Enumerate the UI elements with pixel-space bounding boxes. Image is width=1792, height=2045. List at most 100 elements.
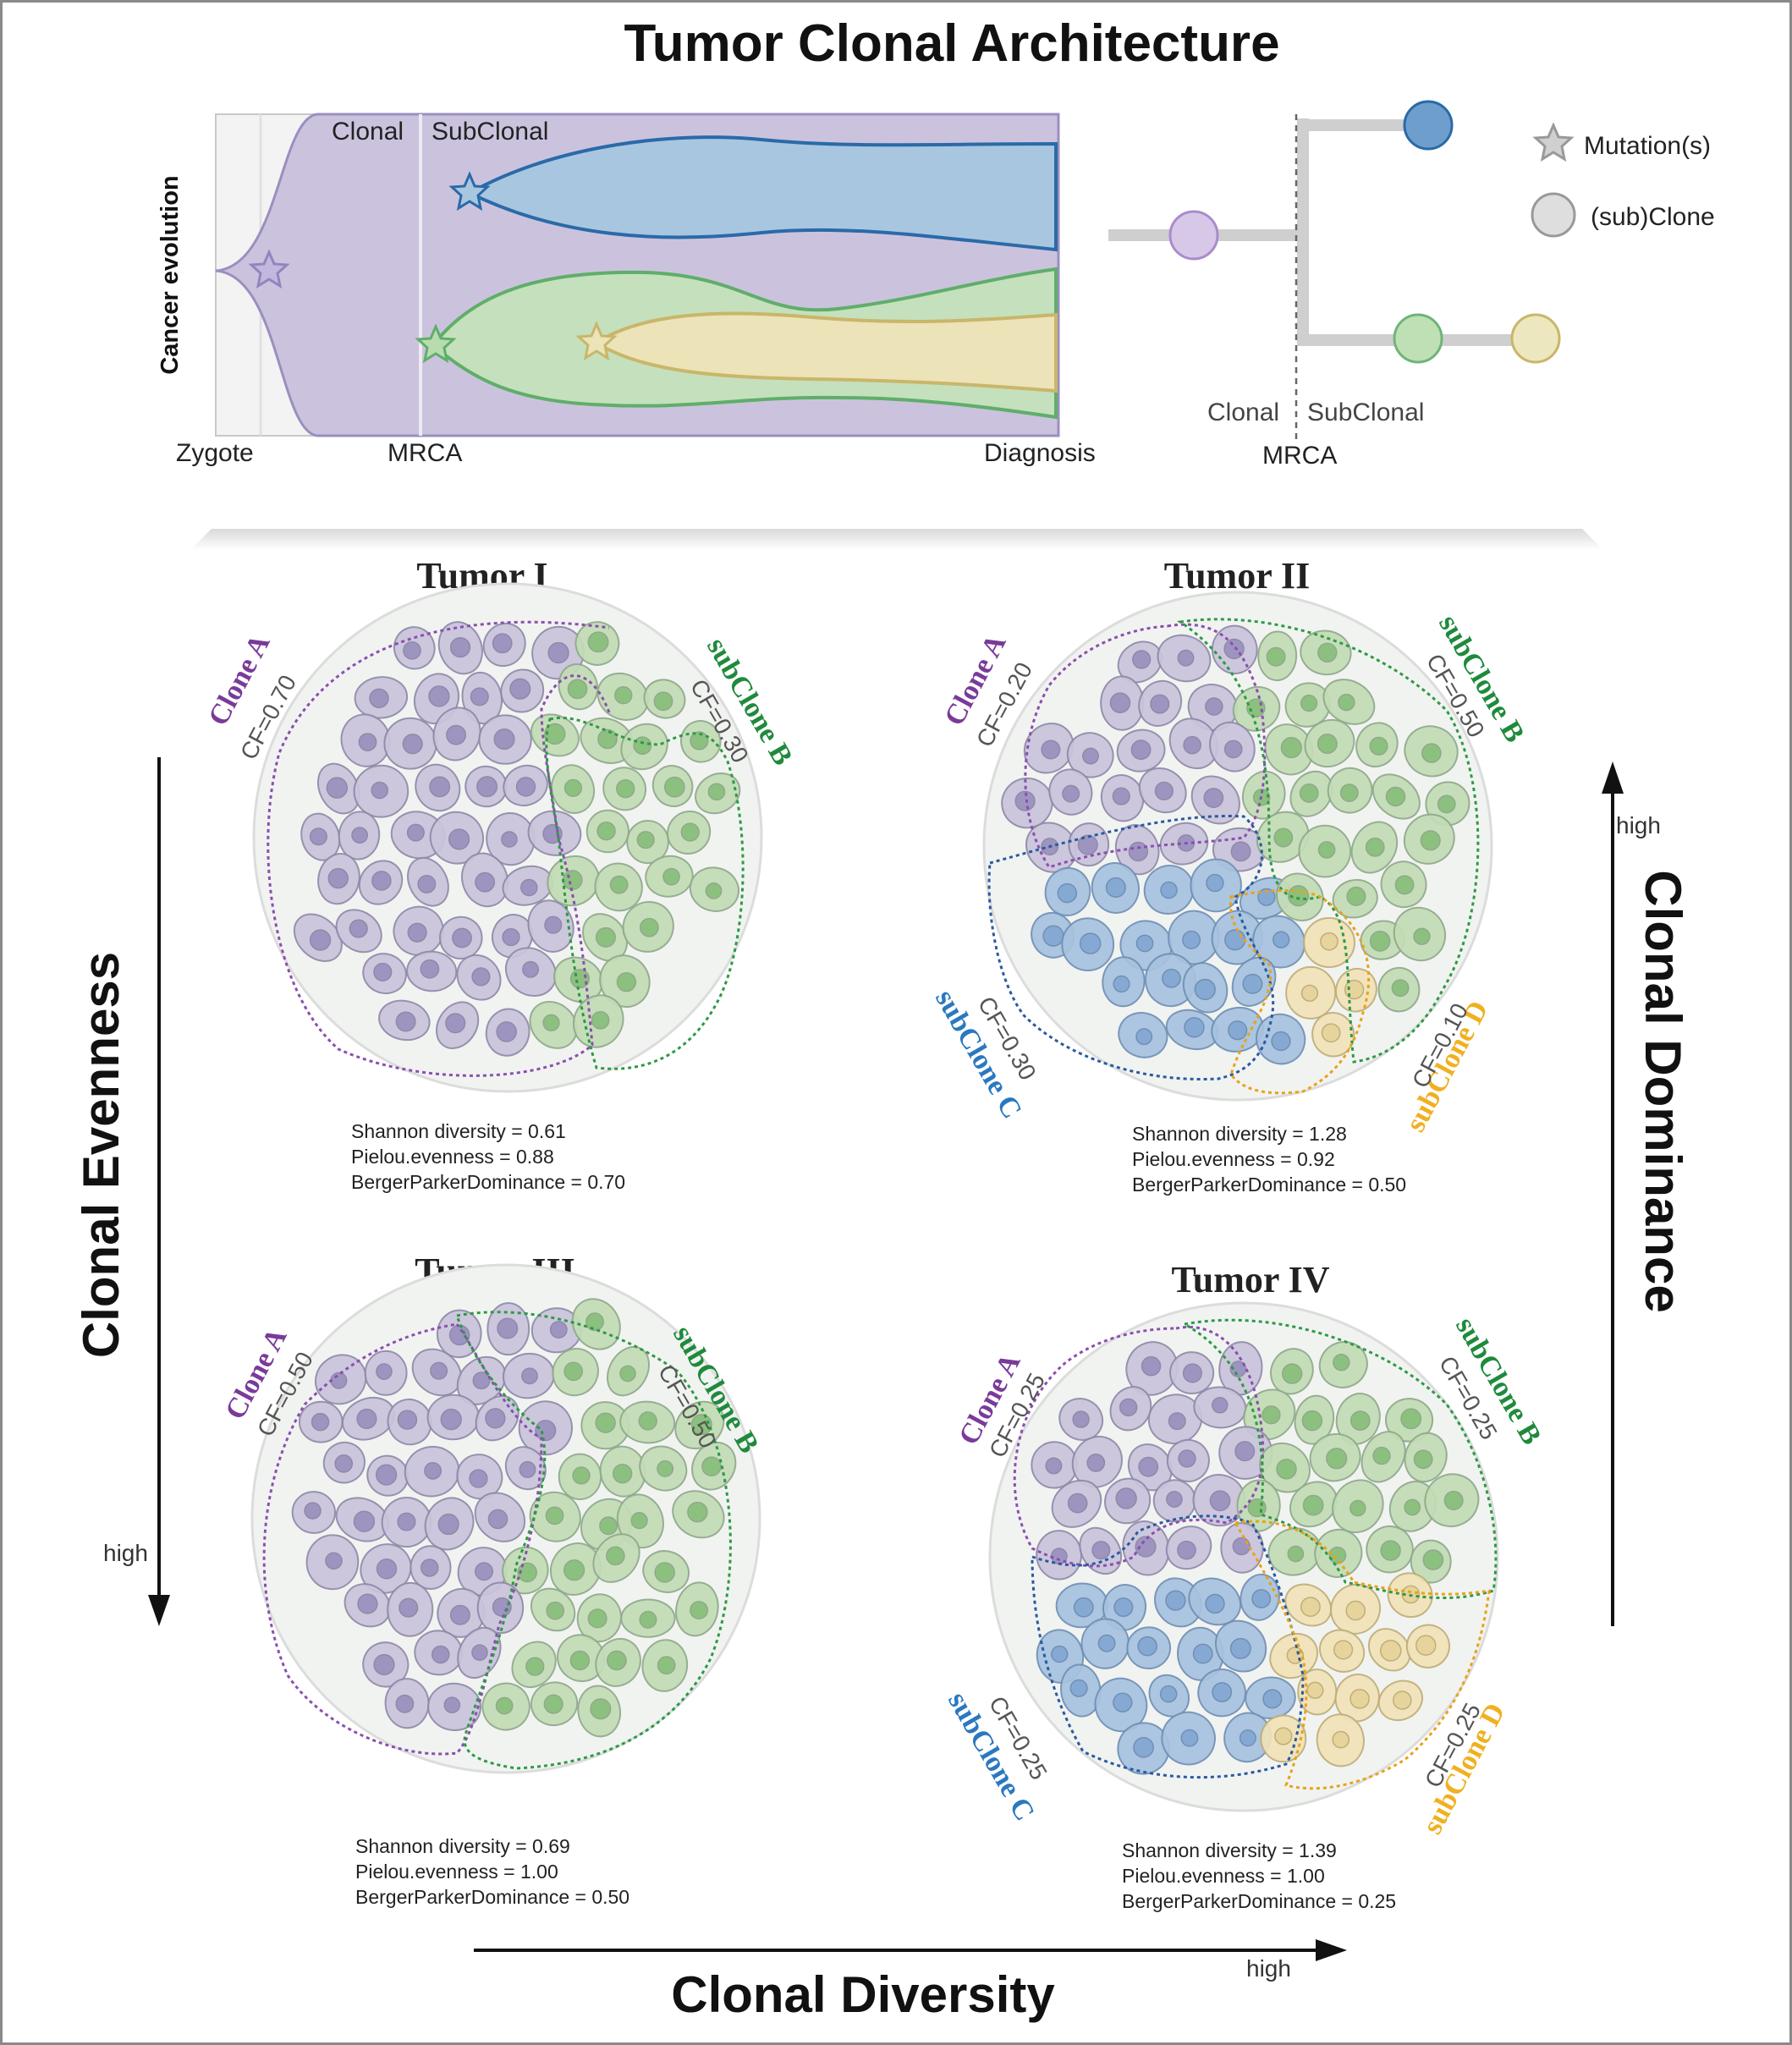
- cell-nucleus: [493, 728, 515, 750]
- cell-nucleus: [1223, 739, 1243, 759]
- stat-line: Shannon diversity = 1.28: [1132, 1123, 1347, 1145]
- cell-nucleus: [501, 831, 518, 848]
- cell-nucleus: [1113, 1597, 1134, 1618]
- clone-a-node: [1168, 210, 1219, 261]
- cell-nucleus: [563, 778, 583, 797]
- cell-field: [291, 1298, 737, 1738]
- cell-nucleus: [327, 867, 349, 889]
- cell-nucleus: [1300, 984, 1319, 1002]
- tree-subclonal-label: SubClonal: [1307, 399, 1424, 426]
- cell-nucleus: [606, 1546, 625, 1566]
- cell-nucleus: [445, 1013, 466, 1034]
- cell-nucleus: [395, 1011, 416, 1032]
- cell-nucleus: [1246, 698, 1266, 717]
- cell-nucleus: [1287, 1545, 1305, 1563]
- cell-nucleus: [1183, 735, 1201, 755]
- cell-nucleus: [469, 1469, 488, 1488]
- subclone-yellow-node: [1510, 313, 1561, 364]
- cell-nucleus: [1105, 877, 1126, 899]
- legend-star-icon: [1534, 124, 1573, 161]
- cell-nucleus: [417, 875, 437, 893]
- cell-nucleus: [1273, 931, 1290, 948]
- cell-nucleus: [1205, 697, 1223, 716]
- cell-nucleus: [472, 1372, 491, 1390]
- cell-nucleus: [690, 731, 709, 750]
- cell-nucleus: [1380, 1640, 1402, 1662]
- cell-nucleus: [431, 1645, 450, 1664]
- cell-nucleus: [1251, 1589, 1272, 1608]
- cell-nucleus: [705, 882, 723, 899]
- cell-nucleus: [309, 827, 327, 846]
- clone-a-boundary: [262, 1322, 543, 1756]
- cell-nucleus: [1133, 1737, 1154, 1758]
- cell-nucleus: [1138, 1456, 1159, 1477]
- subclonal-label: SubClonal: [432, 118, 548, 146]
- cell-nucleus: [1135, 1028, 1153, 1046]
- tumor-title: Tumor IV: [1171, 1259, 1329, 1300]
- stat-line: Shannon diversity = 1.39: [1122, 1839, 1337, 1861]
- cell-nucleus: [1177, 1540, 1196, 1560]
- cell-nucleus: [542, 1014, 560, 1031]
- cell-nucleus: [1345, 1600, 1366, 1621]
- cell-nucleus: [587, 631, 609, 653]
- figure-title: Tumor Clonal Architecture: [624, 14, 1279, 73]
- cell-nucleus: [1150, 694, 1170, 714]
- cell-nucleus: [1115, 1487, 1137, 1509]
- cell-nucleus: [657, 1460, 674, 1477]
- cell-nucleus: [1182, 930, 1201, 949]
- cell-nucleus: [304, 1502, 322, 1520]
- cell-nucleus: [1437, 794, 1456, 814]
- cell-nucleus: [1194, 978, 1216, 1001]
- cell-nucleus: [1273, 827, 1294, 848]
- cell-nucleus: [1113, 1692, 1133, 1712]
- cell-nucleus: [1135, 1536, 1157, 1558]
- cell-nucleus: [509, 678, 531, 700]
- cell-nucleus: [1109, 692, 1131, 713]
- cell-nucleus: [1206, 873, 1224, 893]
- evenness-axis-label: Clonal Evenness: [73, 952, 129, 1358]
- cell-nucleus: [1247, 1498, 1267, 1518]
- cell-nucleus: [1072, 1410, 1090, 1428]
- cell-nucleus: [476, 776, 498, 798]
- cell-nucleus: [1229, 1637, 1251, 1659]
- cell-nucleus: [1160, 881, 1178, 899]
- cell-nucleus: [1209, 1490, 1231, 1512]
- cell-nucleus: [1266, 646, 1286, 667]
- cell-nucleus: [1137, 1635, 1157, 1657]
- cell-nucleus: [1077, 834, 1098, 855]
- cell-nucleus: [590, 1698, 612, 1720]
- cell-nucleus: [1317, 734, 1338, 755]
- cell-nucleus: [567, 679, 588, 700]
- tumor-title: Tumor II: [1164, 555, 1310, 596]
- cell-nucleus: [357, 1593, 378, 1614]
- cell-nucleus: [1041, 739, 1061, 760]
- clonal-label: Clonal: [332, 118, 404, 146]
- cell-nucleus: [452, 927, 472, 948]
- cell-nucleus: [1317, 841, 1336, 859]
- cell-nucleus: [599, 1516, 618, 1536]
- cell-nucleus: [430, 1361, 448, 1380]
- cell-nucleus: [690, 1414, 712, 1436]
- stat-line: Pielou.evenness = 0.92: [1132, 1148, 1335, 1170]
- cell-nucleus: [545, 1506, 564, 1526]
- cell-nucleus: [1166, 1491, 1183, 1508]
- cell-nucleus: [707, 783, 726, 801]
- cell-nucleus: [1091, 1541, 1111, 1560]
- cell-nucleus: [349, 919, 368, 938]
- cell-nucleus: [495, 1696, 514, 1715]
- cell-nucleus: [443, 1696, 461, 1714]
- cell-nucleus: [376, 1464, 398, 1486]
- subclone-b-boundary: [1180, 1318, 1498, 1600]
- cell-nucleus: [1365, 837, 1385, 857]
- cell-nucleus: [1069, 1679, 1088, 1697]
- cell-nucleus: [371, 781, 389, 800]
- cell-nucleus: [369, 688, 389, 709]
- cell-nucleus: [1276, 1459, 1297, 1480]
- cell-nucleus: [395, 1694, 415, 1713]
- cell-nucleus: [640, 917, 659, 937]
- stat-line: Shannon diversity = 0.69: [355, 1835, 570, 1857]
- cell-nucleus: [1073, 1597, 1094, 1618]
- stat-line: Pielou.evenness = 1.00: [1122, 1865, 1325, 1887]
- cell-nucleus: [1391, 979, 1410, 998]
- cell-nucleus: [547, 641, 569, 664]
